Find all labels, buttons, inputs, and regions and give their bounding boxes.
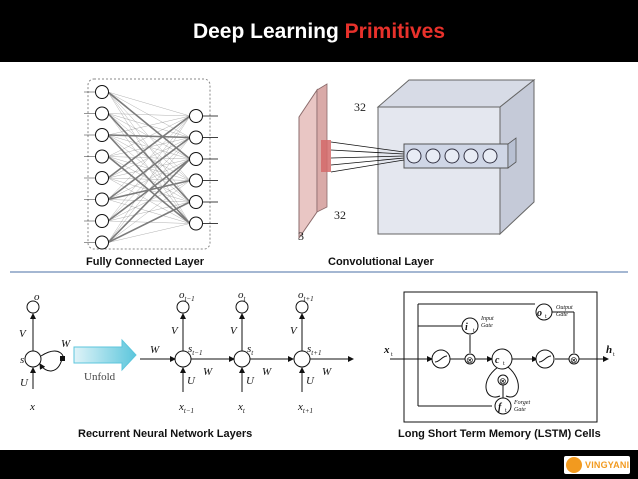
- diagram-canvas: 32 32 3: [10, 78, 628, 423]
- fc-output-node: [189, 216, 203, 231]
- svg-text:xt−1: xt−1: [178, 401, 194, 415]
- svg-text:t: t: [545, 314, 547, 320]
- svg-text:V: V: [171, 325, 179, 337]
- svg-text:U: U: [187, 375, 196, 387]
- input-mult-node: [464, 353, 476, 365]
- conv-neuron: [406, 148, 422, 164]
- unfold-label: Unfold: [84, 371, 116, 383]
- svg-text:st+1: st+1: [307, 343, 321, 357]
- fc-input-node: [95, 85, 109, 99]
- fc-input-node: [95, 128, 109, 142]
- input-volume: [298, 88, 318, 240]
- svg-text:W: W: [322, 366, 332, 378]
- fc-input-node: [95, 192, 109, 207]
- dim-height-label: 32: [334, 208, 346, 222]
- svg-text:V: V: [290, 325, 298, 337]
- input-gate-node: [461, 317, 479, 335]
- svg-text:t: t: [473, 328, 475, 334]
- fc-input-node: [95, 149, 109, 164]
- unfold-arrow: [73, 338, 137, 372]
- output-mult-node: [568, 353, 580, 365]
- svg-text:t: t: [391, 352, 393, 358]
- svg-text:o: o: [537, 308, 542, 319]
- fully-connected-diagram: [84, 78, 218, 250]
- slide-title: Deep Learning Primitives: [0, 20, 638, 44]
- fc-output-node: [189, 130, 203, 145]
- label-x: x: [29, 401, 35, 413]
- svg-text:st: st: [247, 343, 254, 357]
- content-area: 32 32 3: [0, 62, 638, 450]
- svg-text:⊗: ⊗: [499, 376, 507, 386]
- fc-output-node: [189, 109, 203, 123]
- label-s: s: [20, 354, 24, 366]
- rnn-diagram: o V W s U x Unfold W ot−1Vst−1WUxt−1otVs…: [19, 289, 354, 415]
- label-v: V: [19, 328, 27, 340]
- vingyani-logo: VINGYANI: [564, 456, 630, 474]
- svg-text:W: W: [203, 366, 213, 378]
- cell-state-node: [491, 348, 513, 370]
- receptive-field: [321, 140, 331, 172]
- svg-text:xt+1: xt+1: [297, 401, 313, 415]
- logo-text: VINGYANI: [585, 460, 630, 470]
- svg-text:ot−1: ot−1: [179, 289, 195, 303]
- output-volume-front: [377, 106, 501, 235]
- svg-text:⊗: ⊗: [466, 355, 474, 365]
- lstm-diagram: ⊗ i t c t ⊗ f t ⊗ o t x t: [383, 291, 615, 423]
- svg-text:W: W: [150, 344, 160, 356]
- conv-neuron: [463, 148, 479, 164]
- footer-bar: VINGYANI: [0, 450, 638, 479]
- svg-text:⊗: ⊗: [570, 355, 578, 365]
- logo-mark-icon: [566, 457, 582, 473]
- output-gate-node: [535, 303, 553, 321]
- title-accent: Primitives: [344, 20, 446, 43]
- fc-caption: Fully Connected Layer: [86, 256, 204, 268]
- fc-output-node: [189, 152, 203, 166]
- forget-mult-node: [497, 374, 509, 386]
- svg-text:t: t: [505, 408, 507, 414]
- lstm-caption: Long Short Term Memory (LSTM) Cells: [398, 428, 601, 440]
- svg-text:i: i: [465, 322, 468, 333]
- dim-width-label: 32: [354, 100, 366, 114]
- fc-input-node: [95, 106, 109, 121]
- conv-neuron: [444, 148, 460, 164]
- title-main: Deep Learning: [192, 20, 345, 43]
- label-o: o: [34, 291, 40, 303]
- fc-output-node: [189, 195, 203, 209]
- conv-neuron: [482, 148, 498, 164]
- svg-text:h: h: [606, 344, 612, 356]
- svg-text:W: W: [262, 366, 272, 378]
- title-bar: Deep Learning Primitives: [0, 0, 638, 62]
- convolutional-diagram: 32 32 3: [298, 78, 536, 243]
- svg-text:c: c: [495, 355, 500, 366]
- svg-text:t: t: [503, 361, 505, 367]
- fc-input-node: [95, 171, 109, 185]
- svg-text:ot+1: ot+1: [298, 289, 314, 303]
- svg-text:V: V: [230, 325, 238, 337]
- conv-neuron: [425, 148, 441, 164]
- label-w: W: [61, 338, 71, 350]
- rnn-unrolled-output-node: [235, 300, 249, 314]
- dim-depth-label: 3: [298, 229, 304, 243]
- forget-gate-node: [494, 397, 512, 415]
- fc-output-node: [189, 173, 203, 188]
- svg-text:f: f: [498, 402, 503, 413]
- fc-input-node: [95, 214, 109, 228]
- conv-caption: Convolutional Layer: [328, 256, 434, 268]
- svg-text:t: t: [613, 352, 615, 358]
- svg-text:U: U: [306, 375, 315, 387]
- svg-text:x: x: [383, 344, 390, 356]
- fc-input-node: [95, 235, 109, 250]
- svg-text:st−1: st−1: [188, 343, 202, 357]
- svg-text:U: U: [246, 375, 255, 387]
- rnn-caption: Recurrent Neural Network Layers: [78, 428, 253, 440]
- svg-text:xt: xt: [237, 401, 246, 415]
- svg-text:ot: ot: [238, 289, 247, 303]
- label-u: U: [20, 377, 29, 389]
- rnn-state-node: [24, 350, 42, 368]
